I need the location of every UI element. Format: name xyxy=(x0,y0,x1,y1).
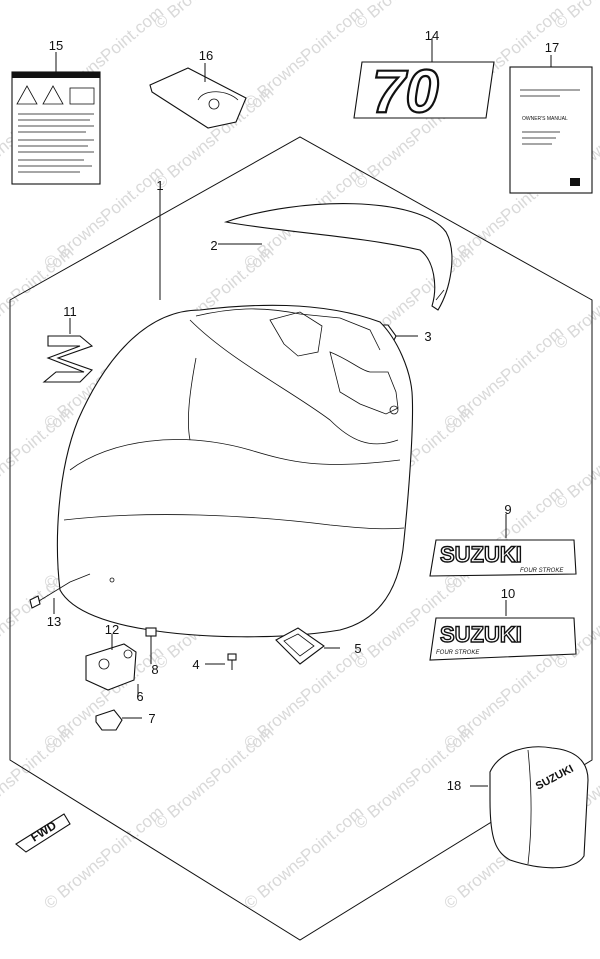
callout-2: 2 xyxy=(210,238,217,253)
part-2-top-panel xyxy=(223,203,453,311)
part-15-warning-label xyxy=(11,71,101,185)
brand-decal-upper: SUZUKI xyxy=(440,542,522,567)
brand-decal-lower: SUZUKI xyxy=(440,622,522,647)
callout-11: 11 xyxy=(63,304,77,319)
watermark-text: © BrownsPoint.com xyxy=(240,802,367,913)
part-14-model-decal: 70 xyxy=(353,57,495,126)
assembly-outline xyxy=(9,136,593,941)
part-12-bracket xyxy=(85,643,137,691)
part-18-storage-cover: SUZUKI xyxy=(489,746,589,869)
callout-8: 8 xyxy=(151,662,158,677)
callout-12: 12 xyxy=(105,622,119,637)
manual-title: OWNER'S MANUAL xyxy=(522,116,568,122)
callout-1: 1 xyxy=(156,178,163,193)
part-10-brand-decal: SUZUKI FOUR STROKE xyxy=(429,617,577,661)
callout-4: 4 xyxy=(192,657,199,672)
part-5-grommet xyxy=(275,627,325,665)
part-8-bolt xyxy=(145,627,157,652)
callout-14: 14 xyxy=(425,28,439,43)
part-9-brand-decal: SUZUKI FOUR STROKE xyxy=(429,539,577,577)
callout-6: 6 xyxy=(136,689,143,704)
model-number-decal: 70 xyxy=(372,58,439,125)
part-7-nut xyxy=(95,709,123,731)
callout-9: 9 xyxy=(504,502,511,517)
part-13-pin xyxy=(29,573,91,609)
part-4-bolt xyxy=(227,653,237,670)
callout-13: 13 xyxy=(47,614,61,629)
callout-18: 18 xyxy=(447,778,461,793)
fwd-direction-marker: FWD xyxy=(15,813,71,853)
watermark-text: © BrownsPoint.com xyxy=(350,0,477,33)
part-11-suzuki-emblem xyxy=(42,335,94,383)
callout-5: 5 xyxy=(354,641,361,656)
callout-10: 10 xyxy=(501,586,515,601)
part-1-engine-cover xyxy=(56,304,414,638)
watermark-text: © BrownsPoint.com xyxy=(0,0,77,33)
watermark-text: © BrownsPoint.com xyxy=(150,722,277,833)
part-16-pouch xyxy=(149,67,247,129)
callout-15: 15 xyxy=(49,38,63,53)
subbrand-decal-upper: FOUR STROKE xyxy=(520,568,564,574)
callout-7: 7 xyxy=(148,711,155,726)
callout-3: 3 xyxy=(424,329,431,344)
callout-16: 16 xyxy=(199,48,213,63)
part-17-owners-manual: OWNER'S MANUAL xyxy=(509,66,593,194)
watermark-text: © BrownsPoint.com xyxy=(150,0,277,33)
subbrand-decal-lower: FOUR STROKE xyxy=(436,650,480,656)
callout-17: 17 xyxy=(545,40,559,55)
